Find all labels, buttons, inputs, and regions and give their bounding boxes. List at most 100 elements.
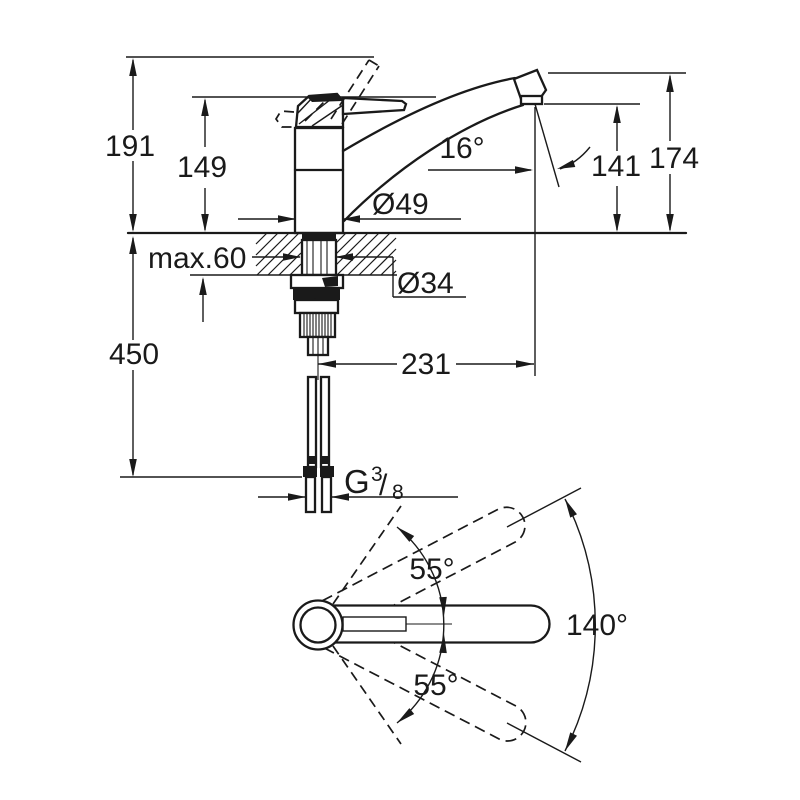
arrowhead-down [666, 214, 674, 232]
extension-line-lower [506, 722, 582, 763]
dim-55-arcs: 55° 55° [396, 526, 459, 724]
thread-letter-label: G [344, 463, 370, 500]
swivel-limit-lower-dashed [332, 645, 402, 745]
hatch-line [369, 248, 397, 276]
body-outline [293, 126, 345, 235]
arrowhead-left [335, 253, 353, 261]
dome-section-line [311, 104, 344, 127]
shank-diameter-label: Ø34 [397, 267, 454, 300]
supply-hose-right [319, 375, 331, 469]
arrowhead-right [288, 493, 306, 501]
dim-450: 450 [109, 236, 302, 478]
dim-149: 149 [177, 96, 436, 232]
arrowhead-left [318, 360, 336, 368]
deck-thickness-label: max.60 [148, 242, 246, 275]
spout-bottom-edge [342, 103, 525, 223]
arrowhead-right [278, 215, 296, 223]
hatch-line [347, 232, 391, 276]
swivel-half-arc [396, 526, 445, 724]
dim-174: 174 [548, 72, 699, 232]
dim-16deg: 16° [428, 132, 591, 174]
arrowhead-up [129, 58, 137, 76]
hatch-right [335, 232, 397, 276]
front-view: 191 149 174 [105, 56, 699, 514]
water-stream-line [534, 103, 560, 188]
supply-hose-left [306, 375, 318, 469]
arrowhead-down [201, 214, 209, 232]
arrowhead-down [129, 459, 137, 477]
thread-numerator-label: 3 [371, 463, 383, 486]
dim-dia34: Ø34 [252, 253, 466, 300]
hose-length-label: 450 [109, 338, 159, 371]
valve-body-inner [299, 606, 337, 644]
shank-top-band [302, 234, 336, 240]
thread-denominator-label: 8 [392, 481, 404, 504]
arrowhead-stream [557, 159, 576, 169]
arrowhead-left [342, 215, 360, 223]
dome-section-line [296, 96, 314, 115]
hatch-line [336, 232, 380, 276]
arrowhead-up [129, 236, 137, 254]
stream-angle-label: 16° [439, 132, 484, 165]
arrowhead-up [666, 74, 674, 92]
lever-raised-rear-dashed [274, 110, 295, 128]
mounting-nut [293, 298, 340, 315]
arrowhead-lower-end [397, 708, 415, 723]
swivel-total-arc [564, 498, 596, 752]
connector-nut-right [320, 466, 334, 477]
hatch-line [255, 232, 268, 245]
hatch-line [256, 232, 300, 276]
lever-raised-dashed [330, 59, 370, 120]
hatch-left [255, 232, 302, 276]
arrowhead-upper-end [397, 527, 415, 542]
body-diameter-label: Ø49 [372, 188, 429, 221]
arrowhead-down [613, 214, 621, 232]
lever-raised-tip-dashed [368, 59, 380, 67]
dim-141: 141 [544, 103, 641, 232]
arrowhead-up [201, 98, 209, 116]
dim-dia49: Ø49 [238, 188, 461, 223]
hatch-line [335, 232, 358, 255]
spout-position-upper-dashed [321, 506, 526, 634]
swivel-positions-dashed [321, 505, 527, 745]
hatch-line [255, 232, 279, 256]
hatch-line [335, 232, 369, 266]
knurling [303, 314, 332, 336]
swivel-total-label: 140° [566, 609, 628, 642]
arrowhead-down [129, 214, 137, 232]
swivel-limit-upper-dashed [332, 505, 402, 605]
hose-fitting-right [322, 456, 328, 464]
dim-191: 191 [105, 56, 374, 232]
dim-max60: max.60 [148, 242, 246, 322]
spout-base-height-label: 149 [177, 151, 227, 184]
spout-top-height-label: 174 [649, 142, 699, 175]
dim-g38: G 3 / 8 [258, 463, 458, 504]
lever-handle [341, 96, 408, 116]
spout-head [512, 68, 548, 101]
top-view: 140° 55° 55° [292, 487, 628, 763]
shank-assembly [289, 234, 345, 514]
threaded-shank [300, 238, 338, 277]
arrowhead-right [516, 360, 534, 368]
extension-line-upper [506, 487, 582, 528]
thread-tail-left [304, 475, 317, 514]
hatch-line [289, 263, 302, 276]
arrowhead-center-upper [439, 596, 447, 616]
spout-top-view [292, 599, 551, 651]
arrowhead-center-lower [439, 634, 447, 654]
faucet-body [274, 59, 408, 235]
dim-231: 231 [318, 107, 536, 381]
arrowhead-arc-top [565, 499, 578, 518]
dimensions-front: 191 149 174 [105, 56, 699, 504]
dim-140deg: 140° [506, 487, 628, 763]
overall-height-label: 191 [105, 130, 155, 163]
outlet-height-label: 141 [591, 150, 641, 183]
thread-tail-right [320, 475, 333, 514]
arrowhead-right [515, 166, 533, 174]
lever-raised-dashed [304, 98, 328, 122]
arrowhead-up [613, 105, 621, 123]
hatch-line [335, 232, 347, 244]
knurled-nut [298, 311, 337, 339]
connector-nut-left [303, 466, 317, 477]
